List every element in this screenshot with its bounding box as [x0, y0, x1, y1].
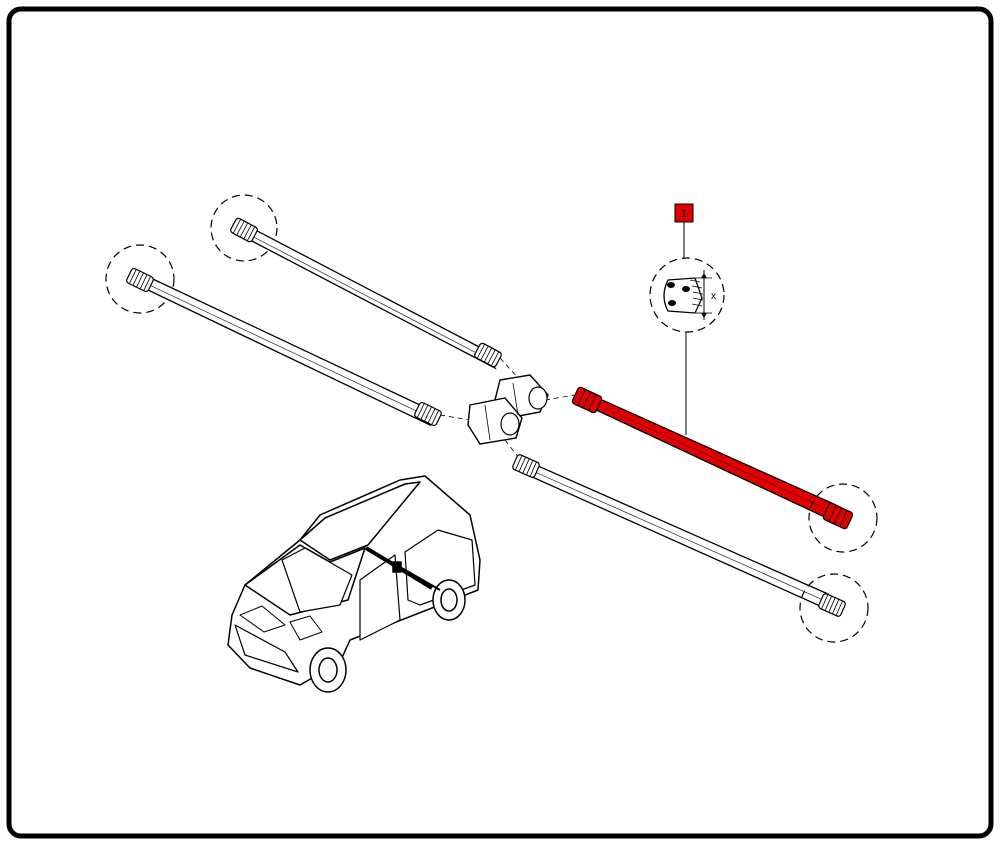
part-callout-number: 1	[681, 208, 687, 220]
torsion-bar-lower-right[interactable]	[511, 453, 869, 643]
vehicle-locator-icon	[227, 475, 481, 693]
torsion-bar-lower-left[interactable]	[105, 244, 443, 428]
dimension-label: x	[711, 291, 716, 302]
detail-circle-lower-right-end	[799, 573, 869, 643]
coupling-icon[interactable]	[439, 357, 576, 463]
torsion-bar-highlighted[interactable]	[571, 222, 878, 553]
torsion-bar-upper-left[interactable]	[210, 194, 503, 370]
spline-detail-icon: x	[649, 257, 725, 333]
detail-circle-highlighted-end	[808, 483, 878, 553]
detail-circle-upper-left-end	[210, 194, 278, 262]
detail-circle-lower-left-end	[105, 244, 175, 314]
part-callout-1[interactable]: 1	[674, 203, 694, 223]
